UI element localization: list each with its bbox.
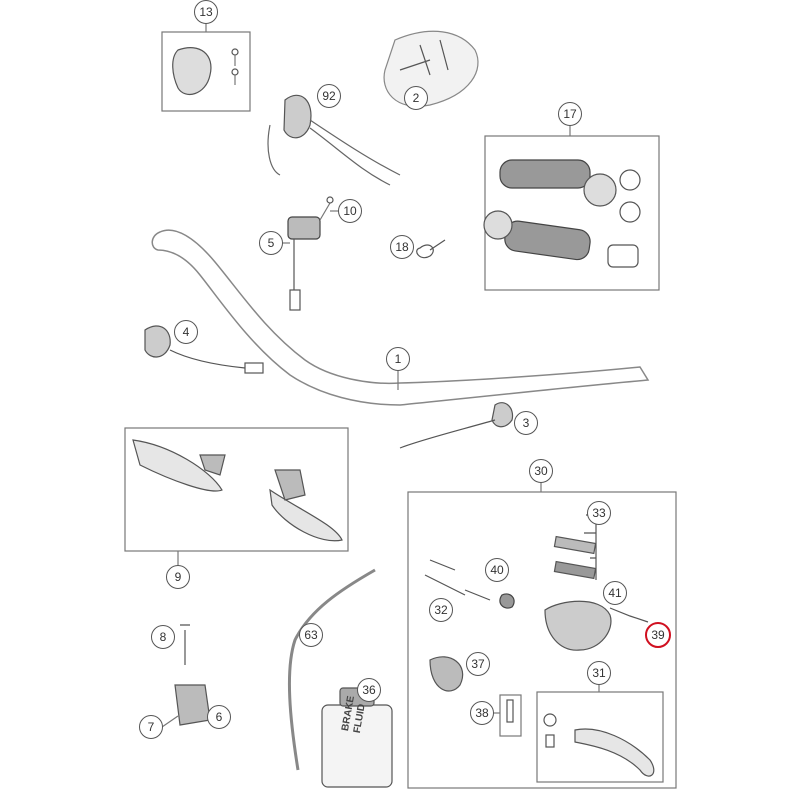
callout-36[interactable]: 36 [357, 678, 381, 702]
group-box-17 [484, 135, 660, 291]
callout-30[interactable]: 30 [529, 459, 553, 483]
callout-92[interactable]: 92 [317, 84, 341, 108]
callout-39-highlighted[interactable]: 39 [645, 622, 671, 648]
callout-32[interactable]: 32 [429, 598, 453, 622]
group-box-38 [499, 694, 522, 737]
callout-10[interactable]: 10 [338, 199, 362, 223]
grip-left-part [499, 159, 591, 189]
group-box-9 [124, 427, 349, 552]
grip-right-part [504, 220, 591, 261]
master-cylinder-part [544, 600, 612, 651]
handlebar-part [151, 229, 650, 406]
callout-40[interactable]: 40 [485, 558, 509, 582]
handlebar-pad-part [383, 30, 479, 107]
callout-2[interactable]: 2 [404, 86, 428, 110]
callout-17[interactable]: 17 [558, 102, 582, 126]
callout-37[interactable]: 37 [466, 652, 490, 676]
callout-38[interactable]: 38 [470, 701, 494, 725]
callout-9[interactable]: 9 [166, 565, 190, 589]
callout-63[interactable]: 63 [299, 623, 323, 647]
callout-3[interactable]: 3 [514, 411, 538, 435]
callout-1[interactable]: 1 [386, 347, 410, 371]
callout-31[interactable]: 31 [587, 661, 611, 685]
callout-18[interactable]: 18 [390, 235, 414, 259]
callout-8[interactable]: 8 [151, 625, 175, 649]
group-box-30 [407, 491, 677, 789]
callout-13[interactable]: 13 [194, 0, 218, 24]
callout-33[interactable]: 33 [587, 501, 611, 525]
group-box-31 [536, 691, 664, 783]
callout-5[interactable]: 5 [259, 231, 283, 255]
callout-7[interactable]: 7 [139, 715, 163, 739]
callout-41[interactable]: 41 [603, 581, 627, 605]
callout-4[interactable]: 4 [174, 320, 198, 344]
callout-6[interactable]: 6 [207, 705, 231, 729]
